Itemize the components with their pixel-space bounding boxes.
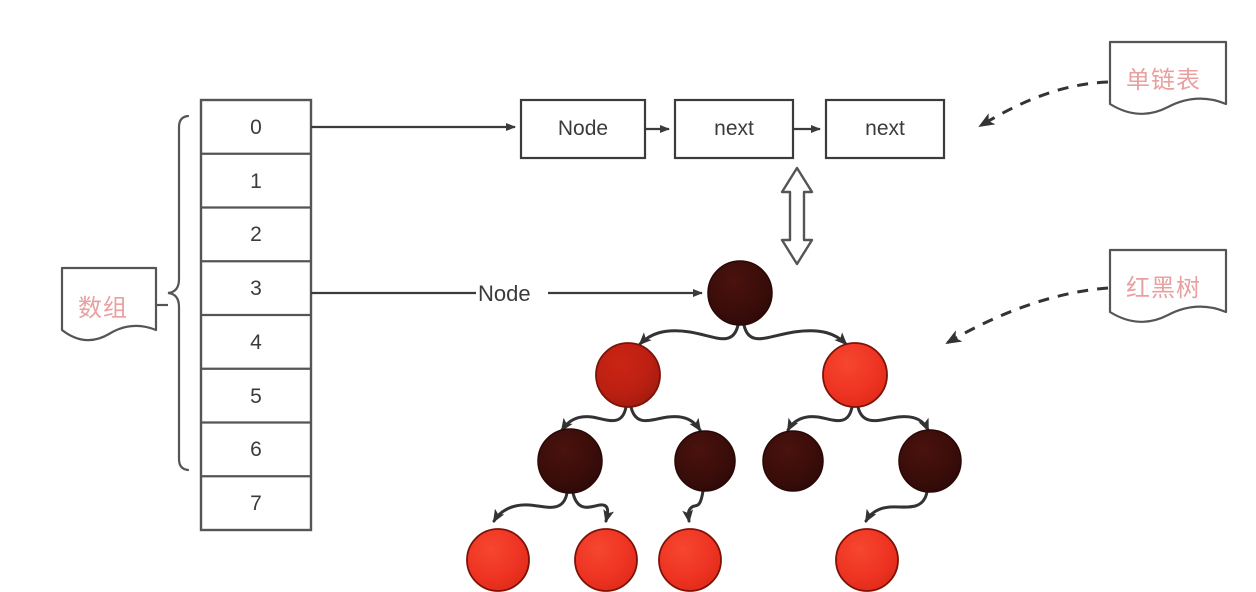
tree-callout-shape [1108, 248, 1228, 323]
tree-node-r2a [762, 430, 824, 492]
tree-node-l3b [574, 528, 638, 592]
tree-node-r2b [898, 429, 962, 493]
tree-node-l2a [537, 428, 603, 494]
tree-node-r1 [822, 342, 888, 408]
tree-node-l1 [595, 342, 661, 408]
array-brace [167, 114, 190, 472]
tree-node-root [707, 260, 773, 326]
tree-edges [492, 323, 930, 523]
tree-callout-dashed-arrow [945, 286, 1109, 345]
tree-node-l3a [466, 528, 530, 592]
list-callout-shape [1108, 40, 1228, 115]
double-headed-vertical-arrow [780, 166, 814, 266]
tree-node-r3a [835, 528, 899, 592]
linked-list-boxes [519, 98, 946, 160]
tree-node-l3c [658, 528, 722, 592]
array-structure [199, 98, 313, 532]
list-callout-dashed-arrow [978, 80, 1109, 128]
array-callout-shape [60, 266, 158, 342]
tree-nodes [466, 260, 962, 592]
tree-node-l2b [674, 430, 736, 492]
